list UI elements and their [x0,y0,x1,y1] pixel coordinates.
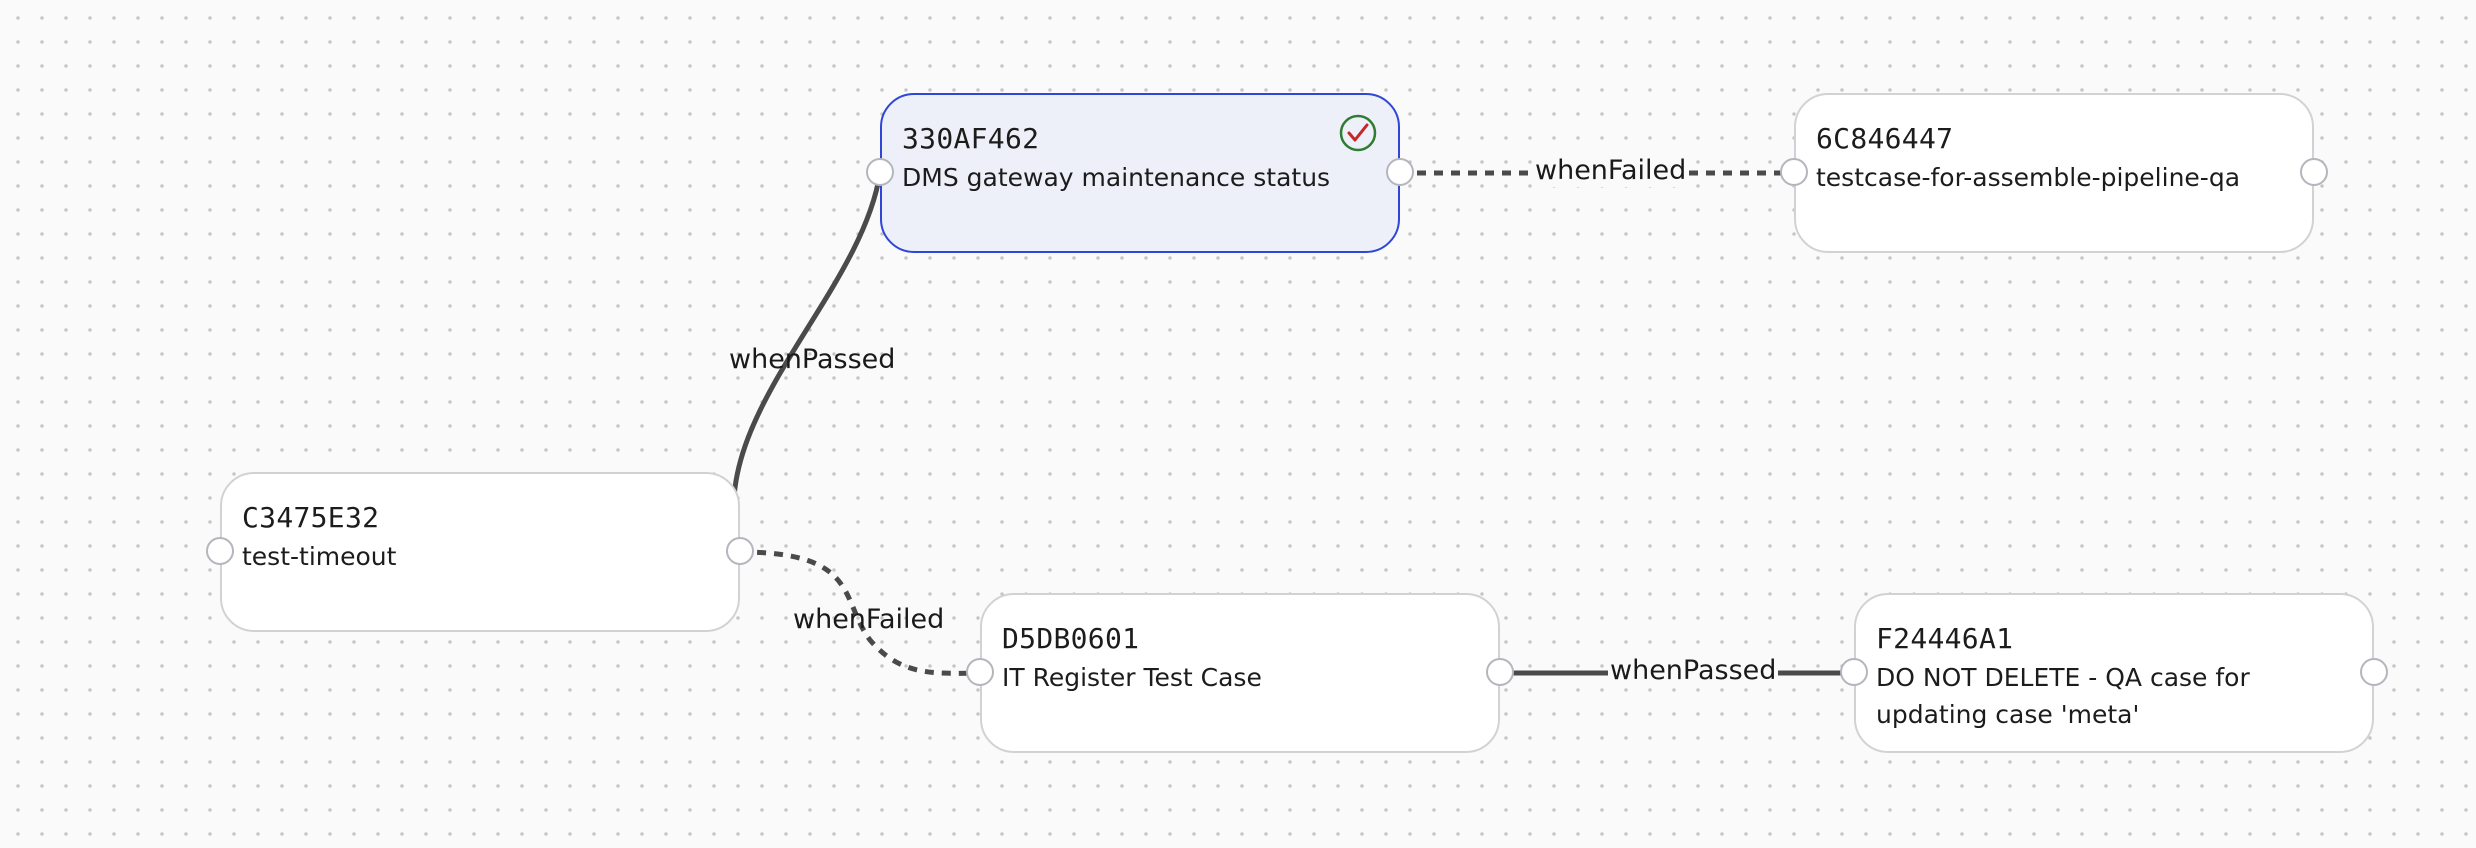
node-6c846447[interactable]: 6C846447 testcase-for-assemble-pipeline-… [1780,93,2328,253]
node-id: F24446A1 [1876,622,2014,655]
node-label: DMS gateway maintenance status [902,163,1331,192]
edge-label-whenpassed-c3475e32: whenPassed [729,344,896,375]
node-label: testcase-for-assemble-pipeline-qa [1816,163,2241,192]
node-d5db0601[interactable]: D5DB0601 IT Register Test Case [966,593,1514,753]
node-f24446a1[interactable]: F24446A1 DO NOT DELETE - QA case for upd… [1840,593,2388,753]
edge-label-whenfailed-330af462: whenFailed [1533,155,1689,187]
node-330af462[interactable]: 330AF462 DMS gateway maintenance status [866,93,1414,253]
node-label: DO NOT DELETE - QA case for updating cas… [1876,663,2250,729]
check-circle-icon [1339,114,1377,152]
output-handle[interactable] [2360,658,2388,686]
input-handle[interactable] [966,658,994,686]
edge-label-whenfailed-c3475e32: whenFailed [793,604,945,635]
node-label: IT Register Test Case [1002,663,1262,692]
input-handle[interactable] [206,537,234,565]
output-handle[interactable] [1486,658,1514,686]
edge-c3475e32-to-d5db0601[interactable] [739,549,981,676]
node-id: C3475E32 [242,501,380,534]
node-c3475e32[interactable]: C3475E32 test-timeout [206,472,754,632]
input-handle[interactable] [866,158,894,186]
input-handle[interactable] [1780,158,1808,186]
output-handle[interactable] [726,537,754,565]
node-id: 330AF462 [902,122,1040,155]
node-id: 6C846447 [1816,122,1954,155]
node-id: D5DB0601 [1002,622,1140,655]
output-handle[interactable] [1386,158,1414,186]
node-label: test-timeout [242,542,397,571]
edge-label-whenpassed-d5db0601: whenPassed [1608,655,1779,687]
output-handle[interactable] [2300,158,2328,186]
input-handle[interactable] [1840,658,1868,686]
